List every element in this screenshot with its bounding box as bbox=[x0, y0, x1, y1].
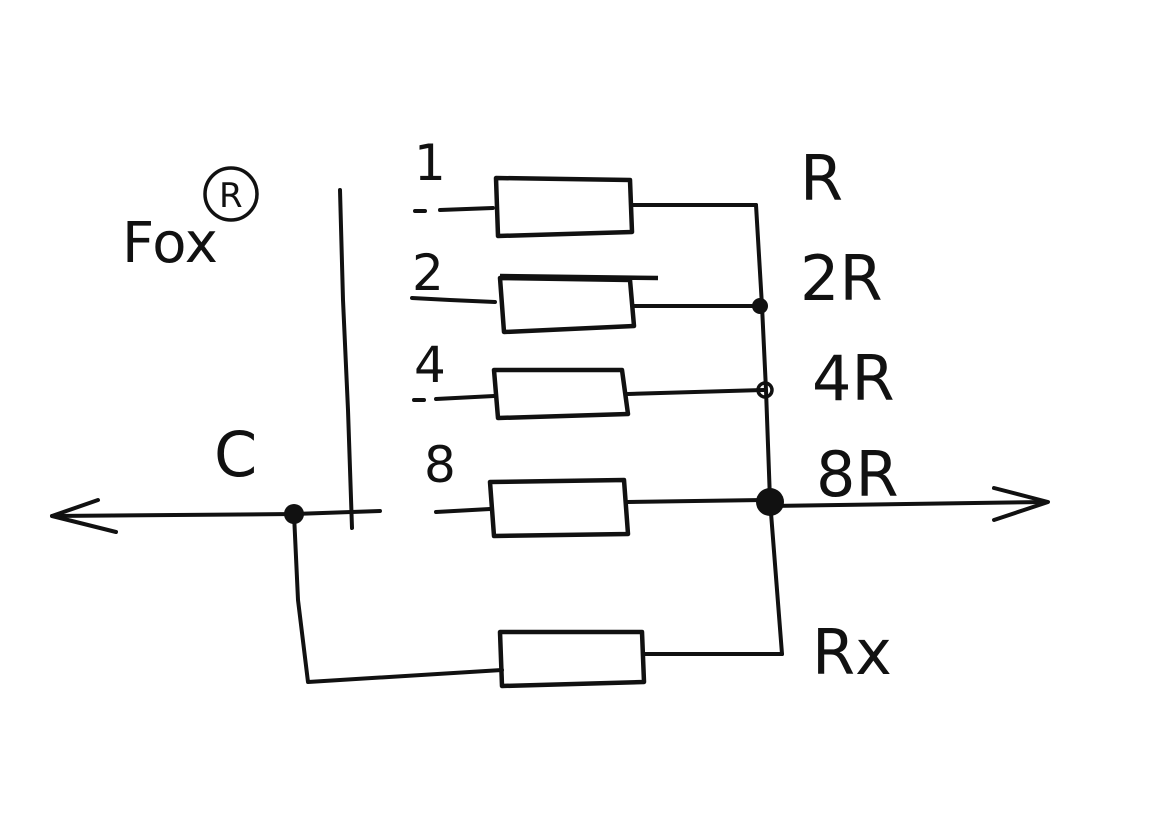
output-wire bbox=[768, 500, 1048, 508]
rx-loop-left bbox=[292, 512, 504, 684]
tap-contact-2 bbox=[410, 296, 497, 304]
resistor-r bbox=[493, 175, 635, 239]
tap-label-1: 1 bbox=[414, 134, 446, 192]
input-arrowhead bbox=[50, 498, 118, 534]
label-2r: 2R bbox=[800, 242, 883, 315]
junction-2r bbox=[752, 298, 768, 314]
wire-8r-out bbox=[626, 498, 768, 504]
registered-mark-circle bbox=[203, 166, 259, 222]
brand-name: Fox bbox=[122, 211, 218, 276]
junction-4r bbox=[756, 381, 774, 399]
tap-contact-1 bbox=[413, 206, 495, 213]
label-8r: 8R bbox=[816, 438, 899, 511]
resistor-2r bbox=[497, 273, 659, 335]
common-label: C bbox=[214, 418, 257, 491]
tap-label-8: 8 bbox=[424, 436, 456, 494]
tap-contact-8 bbox=[434, 507, 492, 514]
resistor-8r bbox=[487, 477, 631, 539]
resistor-4r bbox=[491, 367, 631, 421]
junction-output bbox=[756, 488, 784, 516]
tap-contact-4 bbox=[412, 394, 496, 402]
output-arrowhead bbox=[992, 486, 1050, 522]
input-wire bbox=[50, 509, 382, 518]
wire-4r-out bbox=[626, 388, 766, 396]
registered-mark-letter: R bbox=[219, 176, 243, 216]
tap-label-2: 2 bbox=[412, 244, 444, 302]
label-rx: Rx bbox=[812, 616, 892, 689]
resistor-rx bbox=[497, 629, 647, 689]
tap-label-4: 4 bbox=[414, 336, 446, 394]
junction-c bbox=[284, 504, 304, 524]
label-r: R bbox=[800, 142, 843, 215]
label-4r: 4R bbox=[812, 342, 895, 415]
switch-wiper-line bbox=[338, 188, 354, 530]
right-bus bbox=[754, 203, 784, 656]
